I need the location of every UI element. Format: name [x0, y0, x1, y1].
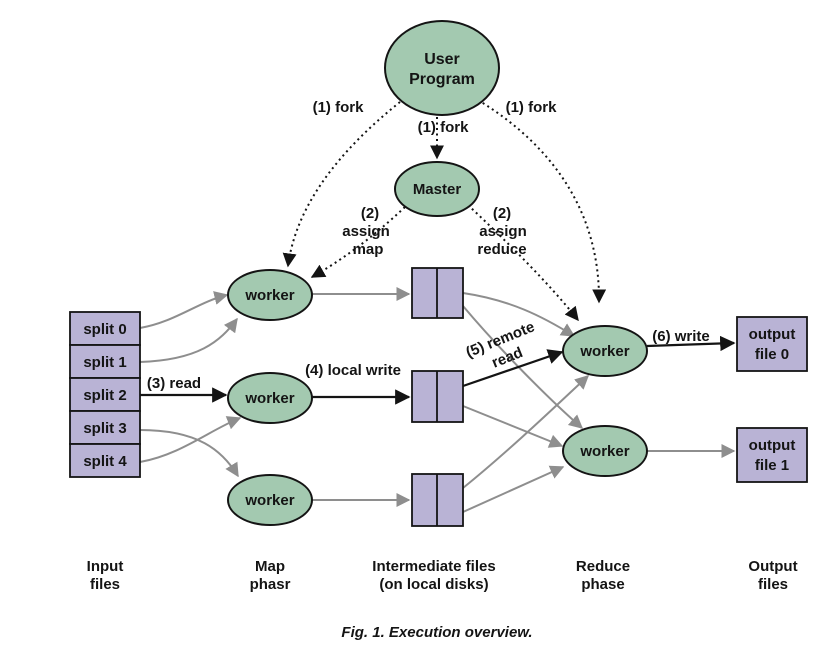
- output-file-0: output file 0: [736, 316, 808, 372]
- assign-map-label: (2) assign map: [342, 205, 390, 258]
- output-file-label-line1: output: [749, 437, 796, 454]
- intermediate-file-2: [411, 370, 464, 423]
- map-worker-label: worker: [244, 492, 294, 509]
- assign-reduce-label: (2) assign reduce: [477, 205, 526, 258]
- write-label: (6) write: [652, 328, 710, 345]
- map-worker-label: worker: [244, 390, 294, 407]
- user-program-label-line1: User: [424, 51, 460, 68]
- phase-label-line2: phasr: [250, 576, 291, 593]
- phase-label-line1: Reduce: [576, 558, 630, 575]
- output-file-1: output file 1: [736, 427, 808, 483]
- master-node: Master: [394, 161, 480, 217]
- file1-to-reduce1-arrow: [462, 292, 576, 337]
- phase-label-line1: Intermediate files: [372, 558, 495, 575]
- split-label: split 1: [83, 354, 126, 371]
- intermediate-file-3: [411, 473, 464, 527]
- split-label: split 0: [83, 321, 126, 338]
- map-worker-1: worker: [227, 269, 313, 321]
- map-worker-label: worker: [244, 287, 294, 304]
- split-box-3: split 3: [69, 410, 141, 445]
- split-label: split 2: [83, 387, 126, 404]
- split0-to-worker1-arrow: [139, 291, 229, 329]
- split3-to-worker3-arrow: [139, 429, 239, 478]
- figure-caption: Fig. 1. Execution overview.: [341, 624, 532, 641]
- reduce-worker-2: worker: [562, 425, 648, 477]
- split-box-1: split 1: [69, 344, 141, 379]
- phase-label-line2: phase: [581, 576, 624, 593]
- phase-label-map: Map phasr: [250, 558, 291, 593]
- file3-to-reduce1-arrow: [462, 375, 590, 489]
- output-file-label-line2: file 1: [755, 457, 789, 474]
- phase-label-line2: (on local disks): [379, 576, 488, 593]
- output-file-label-line2: file 0: [755, 346, 789, 363]
- split4-to-worker2-arrow: [139, 416, 242, 463]
- phase-label-input: Input files: [87, 558, 124, 593]
- fork-arrow-to-reduce-worker: [477, 99, 607, 304]
- split-label: split 4: [83, 453, 127, 470]
- fork-arrow-to-map-worker: [282, 101, 401, 268]
- split-box-4: split 4: [69, 443, 141, 478]
- fork-right-label: (1) fork: [506, 99, 557, 116]
- assign-map-line1: assign: [342, 223, 390, 240]
- phase-label-line2: files: [90, 576, 120, 593]
- local-write-label: (4) local write: [305, 362, 401, 379]
- map-worker-2: worker: [227, 372, 313, 424]
- remote-read-arrow: [462, 349, 564, 388]
- assign-map-step: (2): [361, 205, 379, 222]
- assign-reduce-line2: reduce: [477, 241, 526, 258]
- assign-map-arrow: [310, 206, 406, 278]
- phase-label-line1: Input: [87, 558, 124, 575]
- split-box-0: split 0: [69, 311, 141, 346]
- read-label: (3) read: [147, 375, 201, 392]
- reduce-worker-label: worker: [579, 443, 629, 460]
- write-arrow: [646, 335, 736, 352]
- phase-label-intermediate: Intermediate files (on local disks): [372, 558, 495, 593]
- map-worker-3: worker: [227, 474, 313, 526]
- phase-label-output: Output files: [748, 558, 797, 593]
- phase-label-line1: Output: [748, 558, 797, 575]
- reduce-worker-label: worker: [579, 343, 629, 360]
- phase-label-reduce: Reduce phase: [576, 558, 630, 593]
- assign-map-line2: map: [353, 241, 384, 258]
- assign-reduce-arrow: [467, 204, 579, 322]
- intermediate-file-1: [411, 267, 464, 319]
- assign-reduce-step: (2): [493, 205, 511, 222]
- split1-to-worker1-arrow: [139, 317, 238, 363]
- assign-reduce-line1: assign: [479, 223, 527, 240]
- file3-to-reduce2-arrow: [462, 465, 565, 513]
- fork-left-label: (1) fork: [313, 99, 364, 116]
- phase-label-line1: Map: [255, 558, 285, 575]
- master-label: Master: [413, 181, 462, 198]
- split-label: split 3: [83, 420, 126, 437]
- file1-to-reduce2-arrow: [462, 305, 584, 429]
- reduce-worker-1: worker: [562, 325, 648, 377]
- user-program-label-line2: Program: [409, 71, 475, 88]
- phase-label-line2: files: [758, 576, 788, 593]
- split-box-2: split 2: [69, 377, 141, 412]
- fork-center-label: (1) fork: [418, 119, 469, 136]
- output-file-label-line1: output: [749, 326, 796, 343]
- input-splits: split 0 split 1 split 2 split 3 split 4: [69, 311, 141, 478]
- file2-to-reduce2-arrow: [462, 405, 564, 448]
- user-program-node: User Program: [384, 20, 500, 116]
